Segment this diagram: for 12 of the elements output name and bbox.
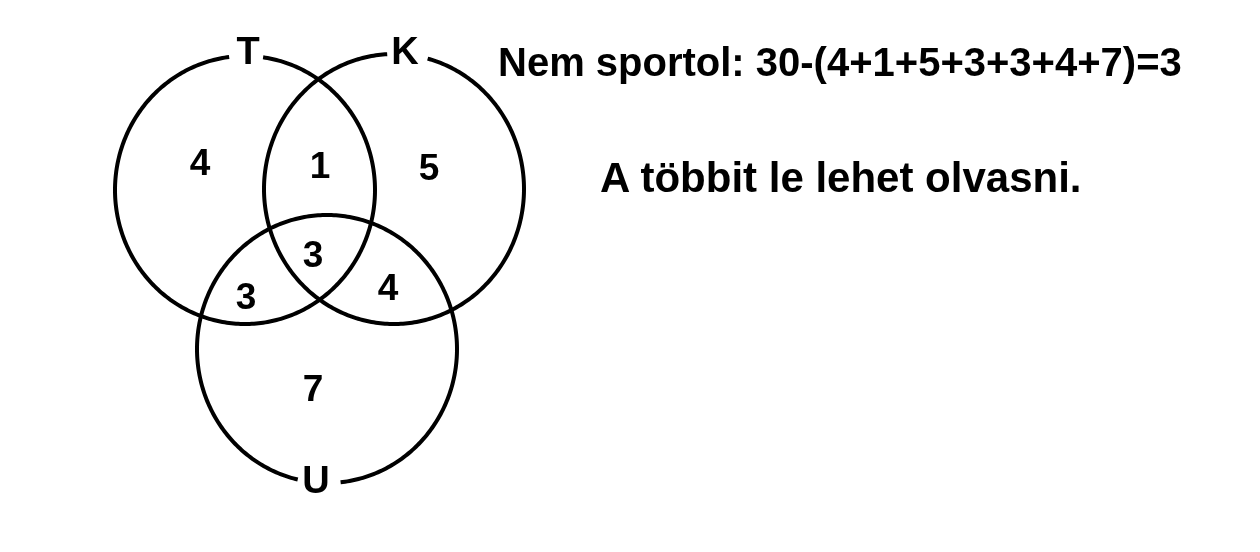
region-count: 3 xyxy=(302,235,324,273)
region-count: 7 xyxy=(302,369,324,407)
region-count: 3 xyxy=(235,277,257,315)
region-count: 1 xyxy=(309,146,331,184)
set-label: K xyxy=(391,32,419,70)
formula-text: Nem sportol: 30-(4+1+5+3+3+4+7)=3 xyxy=(498,39,1182,86)
set-label: U xyxy=(302,461,330,499)
region-count: 5 xyxy=(418,148,440,186)
note-text: A többit le lehet olvasni. xyxy=(600,153,1082,203)
set-label: T xyxy=(236,32,260,70)
region-count: 4 xyxy=(189,143,211,181)
region-count: 4 xyxy=(377,268,399,306)
